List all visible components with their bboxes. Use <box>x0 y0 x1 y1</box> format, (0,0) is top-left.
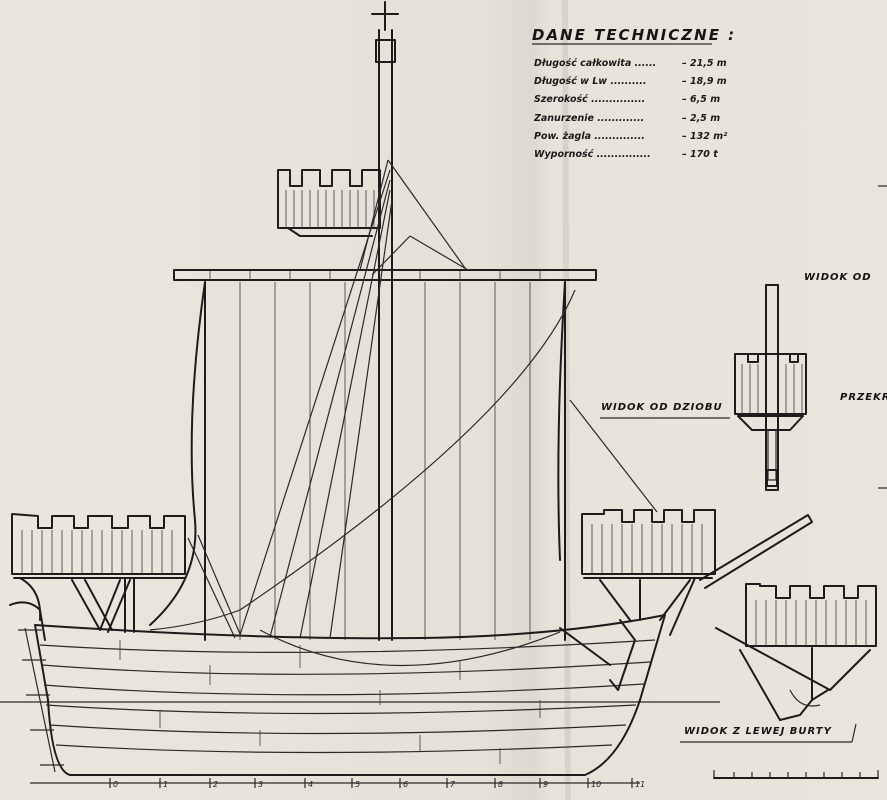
station-tick-label: 5 <box>355 780 361 789</box>
station-tick-label: 1 <box>163 780 169 789</box>
rigging <box>149 159 658 667</box>
port-view-drawing <box>715 583 877 721</box>
station-tick-label: 8 <box>498 780 504 789</box>
station-tick-label: 7 <box>450 780 456 789</box>
station-tick-label: 0 <box>113 780 119 789</box>
station-tick-label: 6 <box>403 780 409 789</box>
tech-spec-value: – 2,5 m <box>682 112 721 124</box>
tech-spec-name: Wyporność ............... <box>534 148 651 160</box>
station-tick-label: 4 <box>308 780 314 789</box>
station-tick-label: 9 <box>543 780 549 789</box>
square-sail <box>149 281 566 641</box>
station-tick-label: 11 <box>635 780 646 789</box>
tech-spec-name: Zanurzenie ............. <box>534 112 645 124</box>
tech-spec-row: Pow. żagla .............. – 132 m² <box>534 128 756 146</box>
port-view-label: WIDOK Z LEWEJ BURTY <box>684 726 832 737</box>
yard <box>173 269 597 281</box>
tech-spec-value: – 132 m² <box>682 130 728 142</box>
hull <box>9 601 666 776</box>
tech-spec-name: Długość całkowita ...... <box>534 58 657 69</box>
tech-spec-name: Szerokość ............... <box>534 94 646 106</box>
station-tick-label: 10 <box>591 780 602 789</box>
masthead-castle <box>277 169 381 237</box>
view-from-label: WIDOK OD <box>804 272 872 283</box>
tech-spec-name: Długość w Lw .......... <box>534 76 647 88</box>
tech-spec-row: Wyporność ............... – 170 t <box>534 146 756 164</box>
tech-spec-value: – 21,5 m <box>682 58 727 69</box>
tech-spec-row: Zanurzenie ............. – 2,5 m <box>534 110 756 128</box>
bow-view-drawing <box>734 284 807 491</box>
fore-castle <box>581 509 813 636</box>
station-tick-label: 2 <box>213 780 219 789</box>
tech-spec-row: Długość w Lw .......... – 18,9 m <box>534 73 756 91</box>
bow-view-label: WIDOK OD DZIOBU <box>601 402 723 413</box>
tech-spec-name: Pow. żagla .............. <box>534 130 645 142</box>
station-ticks <box>109 778 633 788</box>
cross-section-label: PRZEKR <box>840 392 887 403</box>
tech-spec-value: – 18,9 m <box>682 76 727 88</box>
port-label-leader <box>851 723 857 743</box>
tech-spec-row: Długość całkowita ...... – 21,5 m <box>534 55 756 73</box>
tech-specs-title: DANE TECHNICZNE : <box>532 26 737 44</box>
aft-castle <box>11 513 186 633</box>
scale-bar <box>713 770 879 779</box>
tech-spec-row: Szerokość ............... – 6,5 m <box>534 91 756 109</box>
station-tick-label: 3 <box>258 780 264 789</box>
tech-spec-value: – 6,5 m <box>682 94 721 106</box>
mast <box>371 1 399 641</box>
tech-spec-value: – 170 t <box>682 148 718 160</box>
